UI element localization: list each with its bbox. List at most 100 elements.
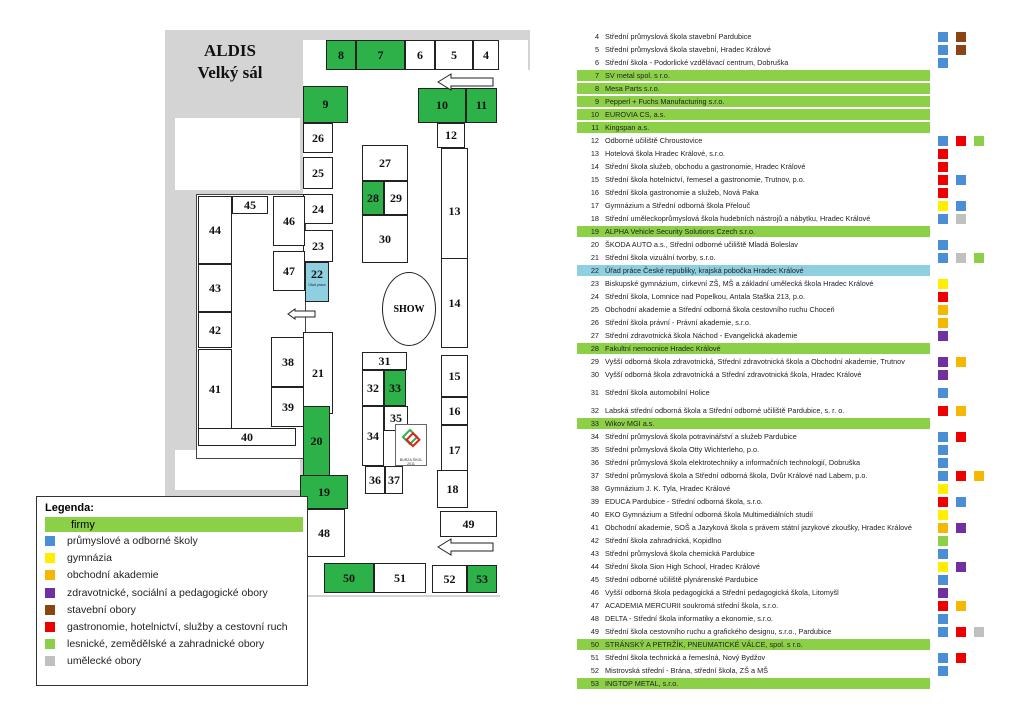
category-marker [956,523,966,533]
category-marker [938,432,948,442]
legend-swatch [45,622,55,632]
stand-27: 27 [362,145,408,181]
category-marker [938,458,948,468]
category-marker [938,305,948,315]
stand-23: 23 [303,230,333,262]
passage-arrow-icon [287,308,316,320]
exhibitor-name: Střední průmyslová škola Otty Wichterleh… [605,445,760,454]
legend-label: gymnázia [67,552,112,565]
exhibitor-name: Obchodní akademie a Střední odborná škol… [605,305,835,314]
stand-43: 43 [198,264,232,312]
category-marker [956,432,966,442]
exhibitor-number: 35 [590,445,599,454]
category-marker [974,253,984,263]
stand-42: 42 [198,312,232,348]
legend-item: stavební obory [45,603,136,617]
exit-arrow-icon [437,538,494,556]
category-marker [938,536,948,546]
stand-26: 26 [303,123,333,153]
category-marker [938,201,948,211]
exhibitor-name: STRÁNSKÝ A PETRŽÍK, PNEUMATICKÉ VÁLCE, s… [605,640,803,649]
exhibitor-name: ALPHA Vehicle Security Solutions Czech s… [605,227,756,236]
exhibitor-number: 45 [590,575,599,584]
exhibitor-number: 19 [590,227,599,236]
exhibitor-name: Obchodní akademie, SOŠ a Jazyková škola … [605,523,912,532]
exhibitor-number: 11 [591,123,599,132]
category-marker [938,388,948,398]
stand-15: 15 [441,355,468,397]
category-marker [956,497,966,507]
exhibitor-name: Vyšší odborná škola zdravotnická a Střed… [605,370,862,379]
stand-18: 18 [437,470,468,508]
burza-skol-logo: BURZA ŠKOL 2011 [395,424,427,466]
category-marker [938,58,948,68]
exhibitor-name: Střední průmyslová škola elektrotechniky… [605,458,861,467]
exhibitor-number: 39 [590,497,599,506]
category-marker [956,406,966,416]
category-marker [938,601,948,611]
exhibitor-number: 14 [590,162,599,171]
exhibitor-name: Střední škola vizuální tvorby, s.r.o. [605,253,716,262]
category-marker [938,588,948,598]
exhibitor-number: 20 [590,240,599,249]
logo-text: BURZA ŠKOL 2011 [399,458,423,466]
show-stage: SHOW [382,272,436,346]
stand-16: 16 [441,397,468,425]
exhibitor-name: Střední průmyslová škola a Střední odbor… [605,471,868,480]
exhibitor-row: 19 ALPHA Vehicle Security Solutions Czech… [577,226,930,237]
stand-22: 22 [305,262,329,302]
stand-32: 32 [362,370,384,406]
category-marker [938,292,948,302]
exhibitor-number: 27 [590,331,599,340]
stand-8: 8 [326,40,356,70]
stand-34: 34 [362,406,384,466]
exhibitor-row: 37 Střední průmyslová škola a Střední odb… [577,470,930,481]
exhibitor-name: Odborné učiliště Chroustovice [605,136,703,145]
stand-46: 46 [273,196,305,246]
exhibitor-name: Hotelová škola Hradec Králové, s.r.o. [605,149,726,158]
category-marker [956,253,966,263]
exhibitor-number: 43 [590,549,599,558]
stand-25: 25 [303,157,333,189]
category-marker [956,562,966,572]
legend-swatch [45,587,55,598]
exhibitor-name: Biskupské gymnázium, církevní ZŠ, MŠ a z… [605,279,874,288]
category-marker [938,188,948,198]
exhibitor-number: 7 [594,71,599,80]
exhibitor-number: 4 [594,32,599,41]
exhibitor-number: 28 [590,344,599,353]
exhibitor-number: 6 [594,58,599,67]
exhibitor-number: 25 [590,305,599,314]
exhibitor-number: 37 [590,471,599,480]
stand-30: 30 [362,215,408,263]
exhibitor-number: 31 [590,388,599,397]
legend-swatch [45,639,55,650]
category-marker [938,575,948,585]
exhibitor-number: 16 [590,188,599,197]
exhibitor-number: 15 [590,175,599,184]
legend-item-firms: firmy [45,517,303,532]
stand-52: 52 [432,565,467,593]
category-marker [956,653,966,663]
stand-50: 50 [324,563,374,593]
exhibitor-name: EDUCA Pardubice - Střední odborná škola,… [605,497,763,506]
exhibitor-number: 18 [590,214,599,223]
category-marker [938,45,948,55]
exhibitor-number: 24 [590,292,599,301]
